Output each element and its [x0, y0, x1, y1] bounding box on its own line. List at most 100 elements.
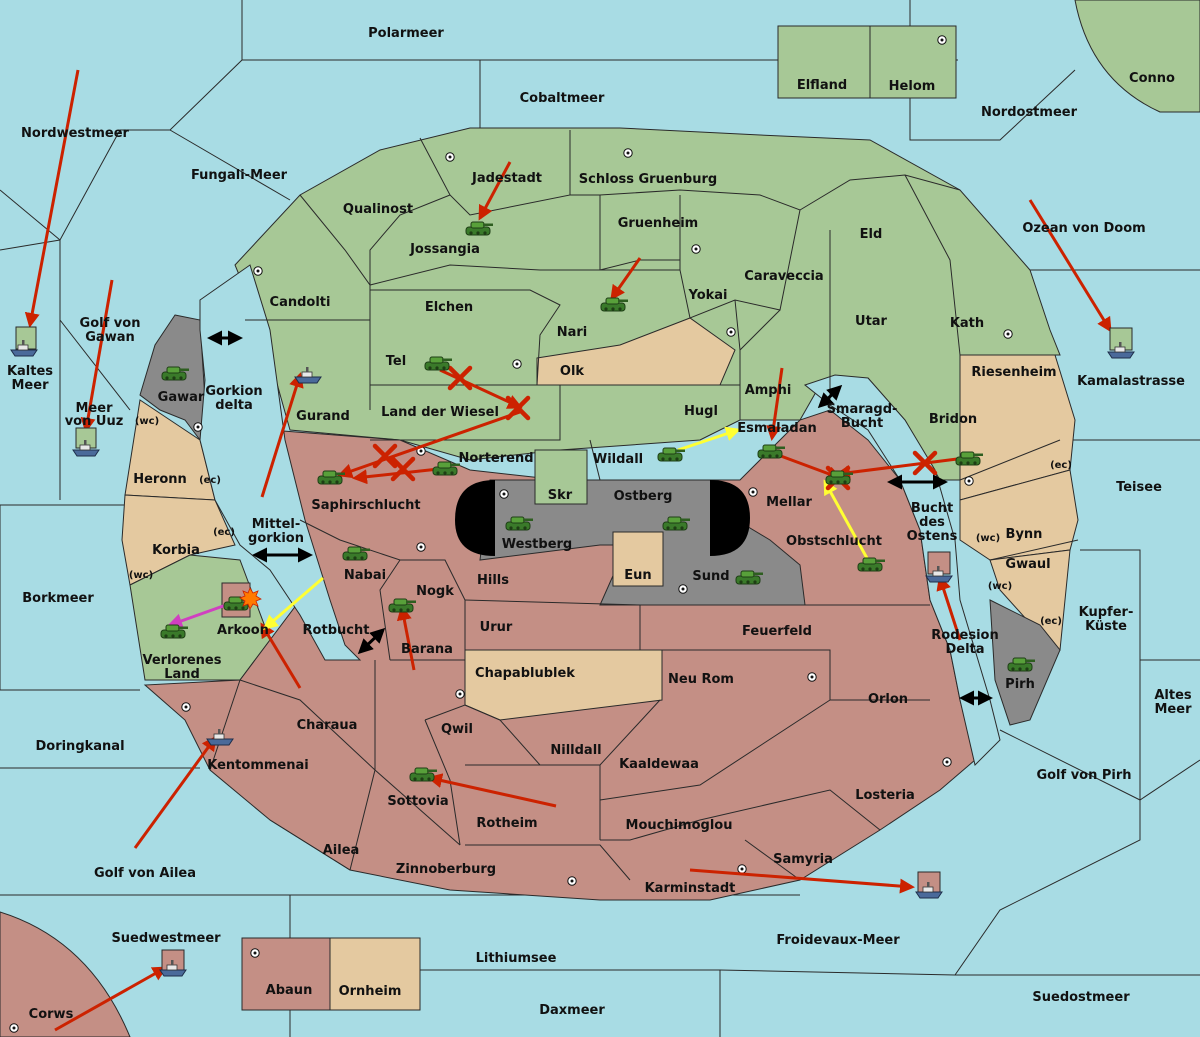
label-kaaldewaa: Kaaldewaa — [619, 757, 699, 772]
label-corws: Corws — [29, 1007, 74, 1022]
label-elfland: Elfland — [797, 78, 847, 93]
label-bucht-des-ostens-3: Ostens — [907, 529, 958, 544]
label-nordostmeer: Nordostmeer — [981, 105, 1078, 120]
label-kath: Kath — [950, 316, 984, 331]
label-qwil: Qwil — [441, 722, 473, 737]
supply-center-dot — [499, 489, 509, 499]
label-yokai: Yokai — [687, 288, 727, 303]
supply-center-dot — [748, 487, 758, 497]
province-borders — [209, 130, 1079, 881]
label-kentommenai: Kentommenai — [207, 758, 308, 773]
label-zinnoberburg: Zinnoberburg — [396, 862, 496, 877]
label-nilldall: Nilldall — [550, 743, 601, 758]
label-helom: Helom — [889, 79, 936, 94]
label-tel: Tel — [386, 354, 406, 369]
label-kaltes-meer-2: Meer — [12, 378, 50, 393]
label-heronn-ec: (ec) — [199, 475, 221, 486]
supply-center-dot — [726, 327, 736, 337]
label-bucht-des-ostens-2: des — [919, 515, 945, 530]
label-ornheim: Ornheim — [339, 984, 402, 999]
label-smaragd-bucht: Smaragd- — [827, 402, 898, 417]
supply-center-dot — [253, 266, 263, 276]
supply-center-dot — [942, 757, 952, 767]
north-islands — [777, 0, 1200, 113]
label-saphirschlucht: Saphirschlucht — [311, 498, 420, 513]
label-heronn: Heronn — [133, 472, 187, 487]
label-rotbucht: Rotbucht — [303, 623, 370, 638]
label-ailea: Ailea — [323, 843, 360, 858]
label-doringkanal: Doringkanal — [35, 739, 124, 754]
label-cobaltmeer: Cobaltmeer — [520, 91, 605, 106]
supply-center-dot — [807, 672, 817, 682]
label-meer-von-uuz: Meer — [76, 401, 114, 416]
label-land-der-wiesel: Land der Wiesel — [381, 405, 499, 420]
label-borkmeer: Borkmeer — [22, 591, 94, 606]
label-hills: Hills — [477, 573, 509, 588]
label-charaua: Charaua — [297, 718, 358, 733]
label-nogk: Nogk — [416, 584, 454, 599]
label-norterend: Norterend — [458, 451, 533, 466]
label-riesenheim: Riesenheim — [971, 365, 1056, 380]
supply-center-dot — [678, 584, 688, 594]
supply-center-dot — [623, 148, 633, 158]
label-feuerfeld: Feuerfeld — [742, 624, 812, 639]
label-verlorenes-land: Verlorenes — [142, 653, 221, 668]
label-schloss-gruenburg: Schloss Gruenburg — [579, 172, 717, 187]
label-mittelgorkion-2: gorkion — [248, 531, 304, 546]
supply-center-dot — [250, 948, 260, 958]
label-teisee: Teisee — [1116, 480, 1162, 495]
label-suedwestmeer: Suedwestmeer — [111, 931, 221, 946]
order-arrows — [24, 69, 1112, 1032]
label-losteria: Losteria — [855, 788, 915, 803]
label-lithiumsee: Lithiumsee — [476, 951, 557, 966]
label-gwaul-wc: (wc) — [988, 581, 1012, 592]
supply-center-dot — [512, 359, 522, 369]
label-gorkion-delta-2: delta — [215, 398, 253, 413]
label-gawar: Gawar — [158, 390, 205, 405]
label-rotheim: Rotheim — [476, 816, 537, 831]
label-hugl: Hugl — [684, 404, 718, 419]
label-nordwestmeer: Nordwestmeer — [21, 126, 129, 141]
label-golf-von-pirh: Golf von Pirh — [1036, 768, 1131, 783]
supply-center-dot — [416, 542, 426, 552]
label-verlorenes-land-2: Land — [164, 667, 200, 682]
label-kupfer-kueste: Kupfer- — [1079, 605, 1134, 620]
supply-center-dot — [567, 876, 577, 886]
label-sottovia: Sottovia — [387, 794, 448, 809]
label-riesenheim-ec: (ec) — [1050, 460, 1072, 471]
label-esmaladan: Esmaladan — [737, 421, 817, 436]
units — [10, 221, 1135, 977]
label-meer-von-uuz-2: von Uuz — [65, 414, 124, 429]
label-golf-von-gawan: Golf von — [80, 316, 141, 331]
label-suedostmeer: Suedostmeer — [1032, 990, 1130, 1005]
label-chapablublek: Chapablublek — [475, 666, 575, 681]
label-qualinost: Qualinost — [343, 202, 413, 217]
label-samyria: Samyria — [773, 852, 833, 867]
supply-center-dot — [964, 476, 974, 486]
label-arkoon: Arkoon — [217, 623, 269, 638]
label-sund: Sund — [692, 569, 729, 584]
label-korbia: Korbia — [152, 543, 200, 558]
label-westberg: Westberg — [502, 537, 572, 552]
label-korbia-ec: (ec) — [213, 527, 235, 538]
supply-center-dot — [937, 35, 947, 45]
label-smaragd-bucht-2: Bucht — [841, 416, 883, 431]
label-polarmeer: Polarmeer — [368, 26, 444, 41]
label-altes-meer: Altes — [1154, 688, 1192, 703]
label-neu-rom: Neu Rom — [668, 672, 734, 687]
supply-center-dot — [193, 422, 203, 432]
label-utar: Utar — [855, 314, 888, 329]
explosion-icon — [239, 587, 262, 610]
label-candolti: Candolti — [270, 295, 331, 310]
label-caraveccia: Caraveccia — [744, 269, 823, 284]
region-labels: Polarmeer Cobaltmeer Elfland Helom Conno… — [7, 26, 1192, 1022]
label-bynn-wc: (wc) — [976, 533, 1000, 544]
label-mellar: Mellar — [766, 495, 812, 510]
label-ostberg: Ostberg — [614, 489, 673, 504]
label-kupfer-kueste-2: Küste — [1085, 619, 1127, 634]
label-conno: Conno — [1129, 71, 1175, 86]
label-kamalastrasse: Kamalastrasse — [1077, 374, 1185, 389]
label-bucht-des-ostens: Bucht — [911, 501, 953, 516]
supply-center-dot — [445, 152, 455, 162]
label-nabai: Nabai — [344, 568, 386, 583]
